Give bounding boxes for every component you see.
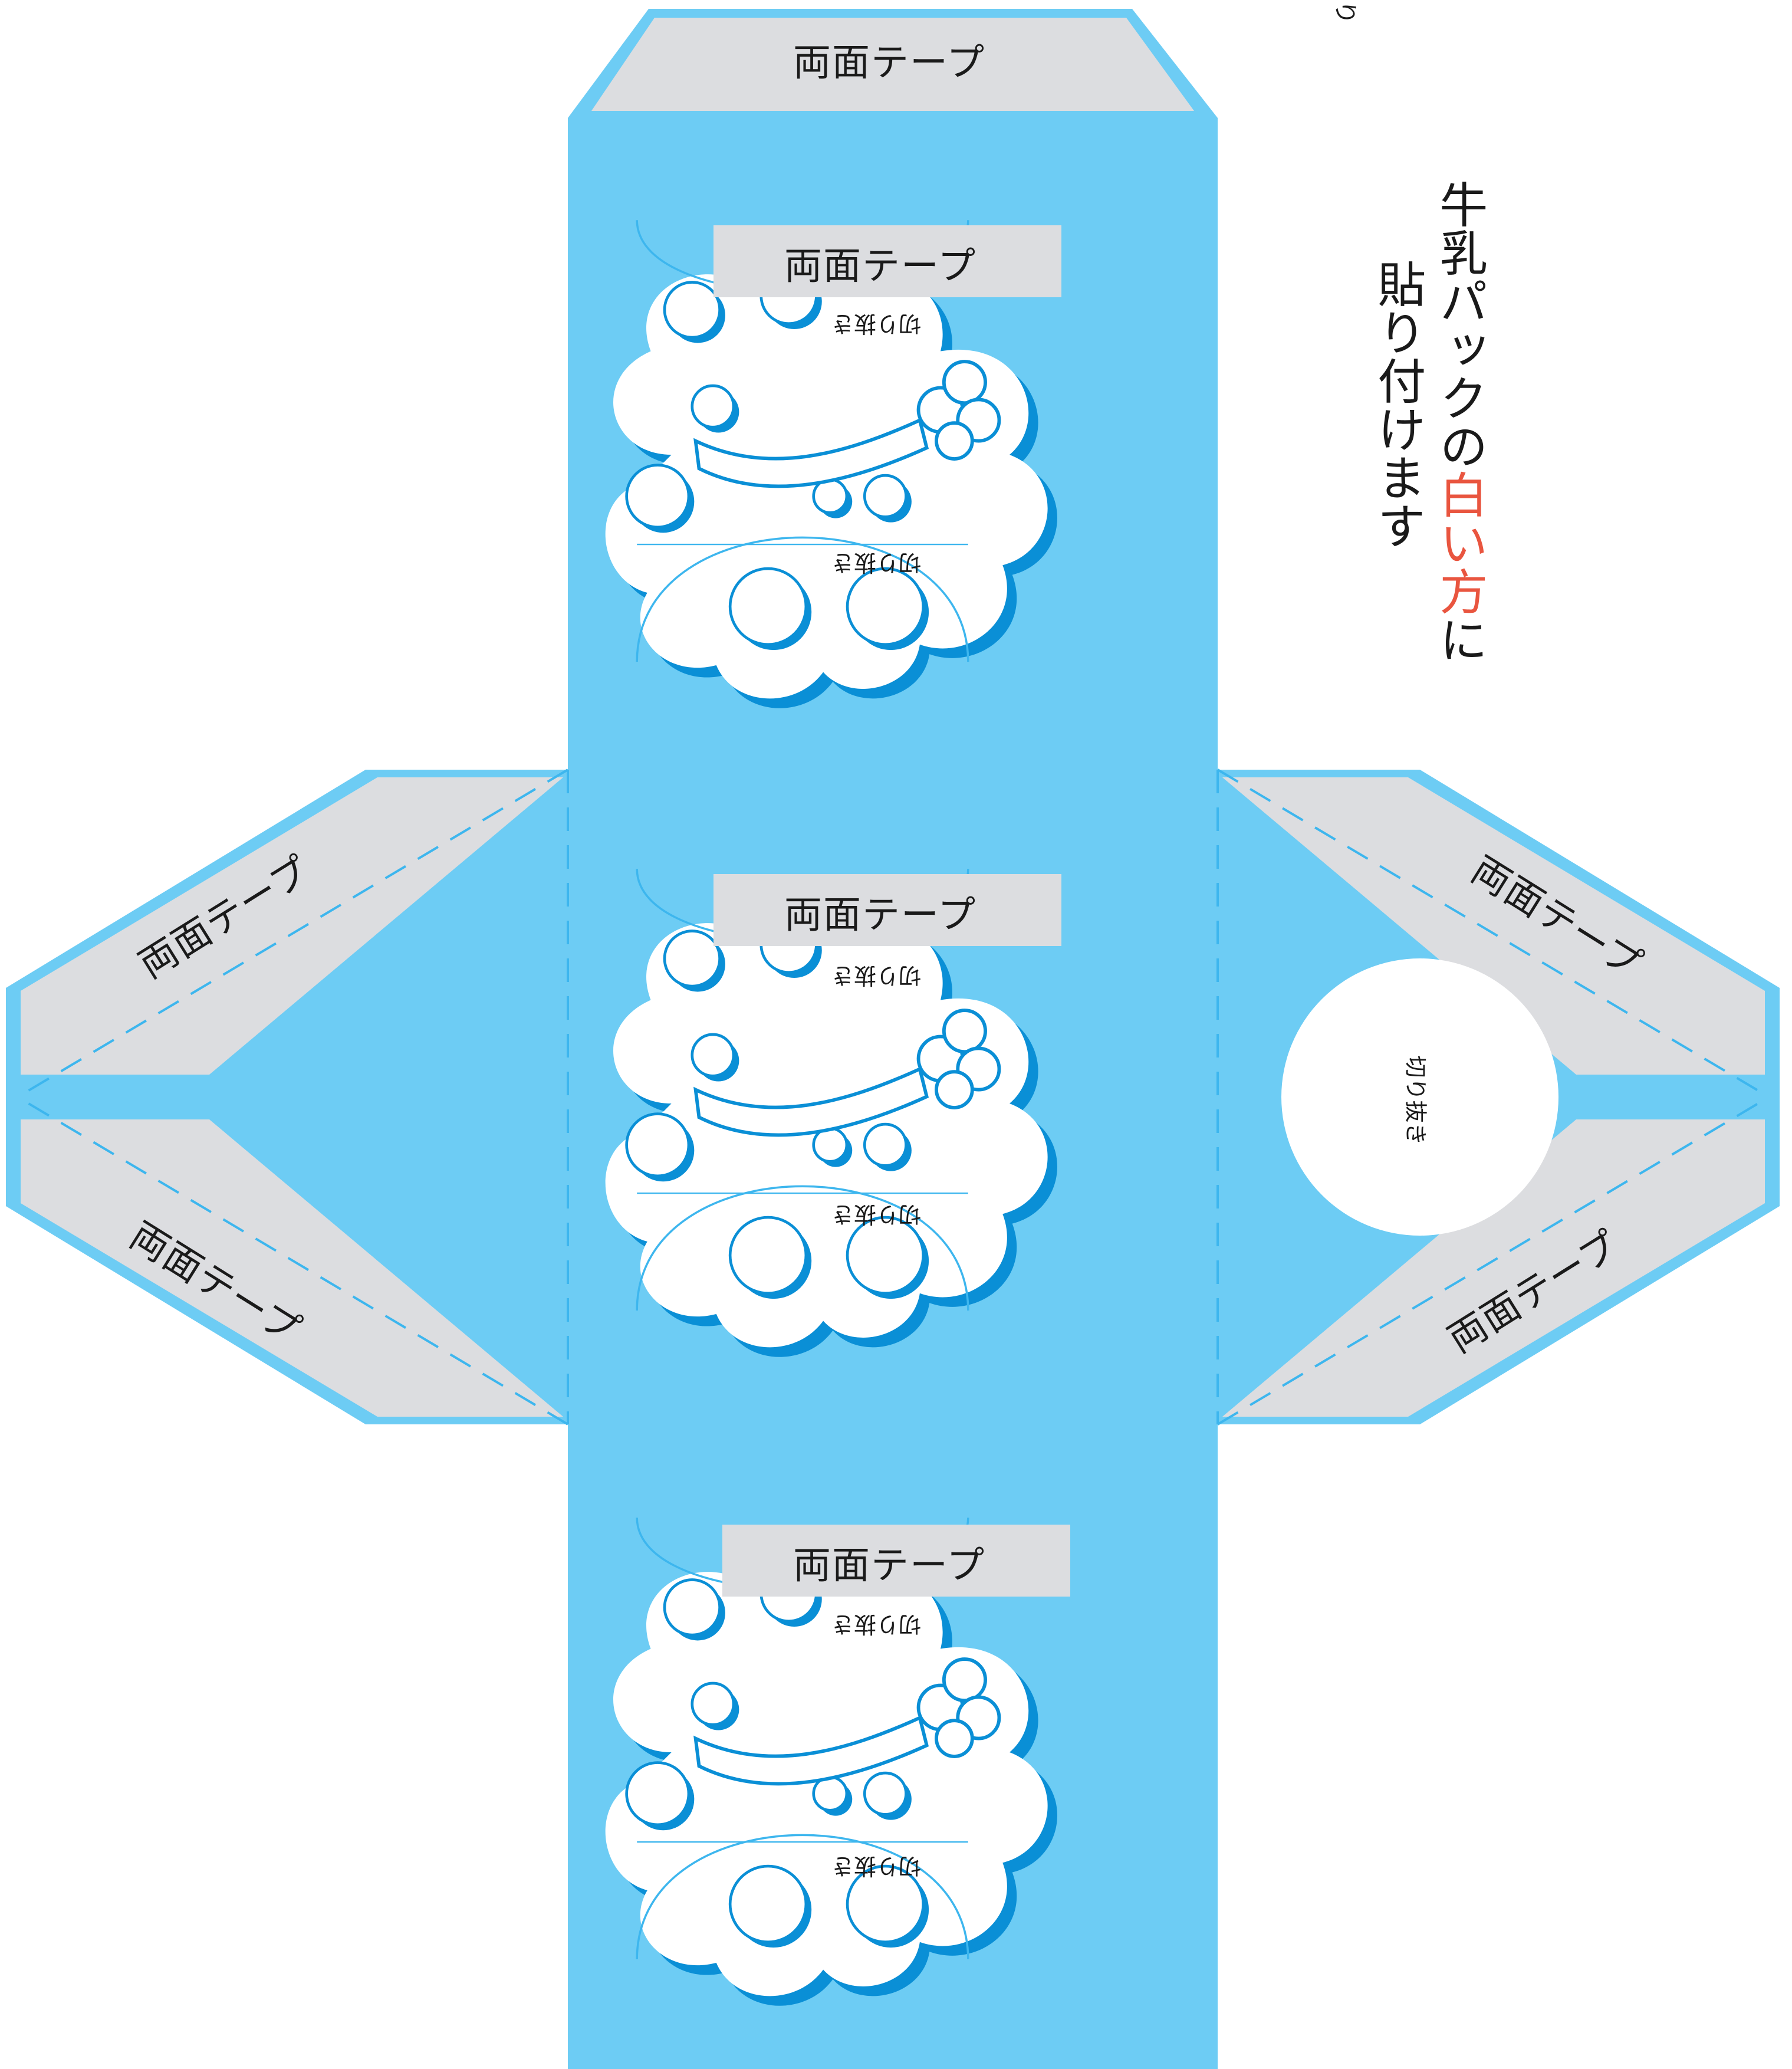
bubble	[691, 1033, 735, 1078]
bubble	[759, 1564, 818, 1623]
bubble	[846, 1216, 925, 1295]
bubble	[863, 474, 907, 518]
bubble	[728, 1216, 808, 1295]
left-tape-lower	[21, 1119, 563, 1417]
flower-petal	[942, 1657, 987, 1703]
bubble	[728, 1864, 808, 1944]
bubble	[625, 1761, 691, 1827]
bubble	[625, 464, 691, 529]
cut-arc-bottom[interactable]	[636, 1834, 969, 1960]
cloud-band	[693, 418, 929, 488]
flower-petal	[942, 360, 987, 405]
bubble	[663, 281, 721, 339]
flower-petal	[935, 1070, 974, 1109]
bubble	[846, 1864, 925, 1944]
bubble	[728, 567, 808, 646]
bubble	[759, 267, 818, 326]
cloud-band	[693, 1066, 929, 1137]
left-tape-upper	[21, 777, 563, 1075]
bubble	[846, 567, 925, 646]
cloud-panel-1	[605, 220, 1058, 708]
cloud-panel-3	[605, 1518, 1058, 2006]
bubble	[863, 1122, 907, 1167]
flower-petal	[935, 1719, 974, 1758]
fold-lines	[17, 769, 1770, 1426]
bubble	[863, 1771, 907, 1816]
flower-petal	[935, 421, 974, 461]
top-tape-area	[591, 18, 1194, 111]
bubble	[663, 1578, 721, 1637]
cloud-panel-2	[605, 869, 1058, 1357]
cloud-band	[693, 1715, 929, 1786]
cut-arc-bottom[interactable]	[636, 1185, 969, 1311]
bubble	[691, 1682, 735, 1726]
bubble	[759, 915, 818, 974]
bubble	[663, 930, 721, 988]
bubble	[625, 1112, 691, 1178]
cut-arc-bottom[interactable]	[636, 536, 969, 662]
flower-petal	[942, 1009, 987, 1054]
bubble	[691, 384, 735, 429]
cut-out-circle[interactable]	[1281, 958, 1558, 1236]
